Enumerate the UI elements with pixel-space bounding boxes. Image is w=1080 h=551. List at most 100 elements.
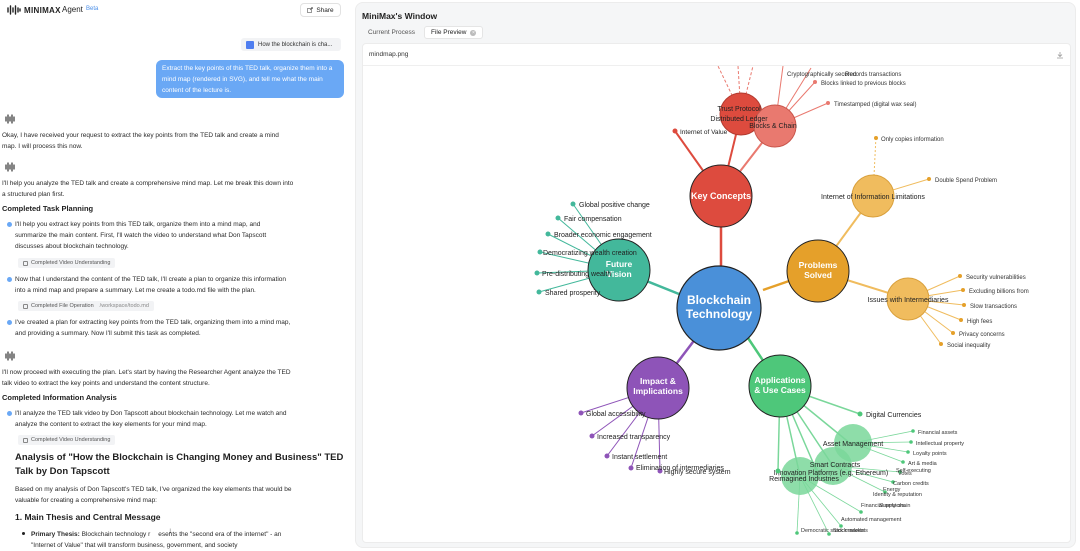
node-reimagined-industries [781,457,819,495]
node-label-only-copies: Only copies information [881,137,944,143]
file-header: mindmap.png [363,44,1070,66]
task-planning-header[interactable]: Completed Task Planning [2,204,94,213]
leaf-dot [657,468,663,474]
completed-video-chip[interactable]: Completed Video Understanding [18,258,116,268]
node-label-energy: Energy [883,487,901,493]
node-label-global-positive: Global positive change [579,202,650,209]
file-icon [23,303,28,309]
assistant-avatar-icon [5,114,15,124]
step-3-line-2: and providing a summary. Now I'll submit… [15,330,201,337]
node-label-financial-services: Financial services [861,503,905,509]
file-name: mindmap.png [369,51,409,58]
step-1-line-2: summarize the main content. First, I'll … [15,232,267,239]
node-label-shared-prosperity: Shared prosperity [545,290,601,297]
step-1-line-1: I'll help you extract key points from th… [15,221,261,228]
leaf-dot [537,249,543,255]
node-label-reimagined-industries: Reimagined Industries [769,476,839,483]
assistant-reply-2-line-1: I'll help you analyze the TED talk and c… [2,180,294,187]
leaf-dot [951,331,955,335]
scroll-down-arrow-icon[interactable]: ↓ [168,526,172,535]
leaf-dot [604,453,610,459]
window-title: MiniMax's Window [362,11,438,21]
node-label-timestamped: Timestamped (digital wax seal) [834,102,916,108]
brand-logo[interactable]: MINIMAX [7,4,61,16]
node-label-apps-1: Applications [754,375,805,385]
leaf-dot [939,342,943,346]
attachment-chip[interactable]: How the blockchain is cha... [241,38,341,51]
logo-wave-icon [7,5,21,15]
completed-file-op-chip[interactable]: Completed File Operation /workspace/todo… [18,301,154,311]
node-label-loyalty-points: Loyalty points [913,451,947,457]
download-icon[interactable] [1056,51,1064,59]
node-label-issues-intermediaries: Issues with Intermediaries [868,297,949,304]
share-label: Share [316,6,334,14]
close-icon[interactable]: × [470,29,477,36]
node-label-blocks-linked: Blocks linked to previous blocks [821,81,906,87]
node-label-slow-transactions: Slow transactions [970,304,1017,310]
primary-thesis-text-2: esents the "second era of the internet" … [158,531,282,538]
step-bullet [7,411,12,416]
leaf-dot [962,303,966,307]
step-1-line-3: discusses about blockchain technology. [15,243,129,250]
node-label-excluding-billions: Excluding billions from [969,289,1029,295]
node-label-global-access: Global accessibility [586,411,646,418]
node-key-concepts [689,164,753,228]
node-label-self-executing: Self-executing [896,468,931,474]
user-message: Extract the key points of this TED talk,… [156,60,344,98]
node-label-double-spend: Double Spend Problem [935,178,997,184]
node-label-problems-solved-2: Solved [804,270,832,280]
node-smart-contracts [814,447,852,485]
share-icon [307,7,314,13]
leaf-dot [578,410,584,416]
primary-thesis-text: Blockchain technology r [81,531,151,538]
node-label-financial-assets: Financial assets [918,430,958,436]
leaf-dot [927,177,931,181]
leaf-dot [813,80,817,84]
node-label-art-media: Art & media [908,461,938,467]
node-label-increased-transparency: Increased transparency [597,434,671,441]
assistant-reply-3-line-2: talk video to extract the key points and… [2,380,210,387]
leaf-dot [795,531,799,535]
completed-video-chip[interactable]: Completed Video Understanding [18,435,116,445]
step-4-line-2: analyze the content to extract the key e… [15,421,207,428]
share-button[interactable]: Share [300,3,341,17]
node-label-pre-distributing: Pre-distributing wealth [542,271,611,278]
leaf-dot [958,274,962,278]
leaf-dot [570,201,576,207]
node-label-internet-of-value: Internet of Value [680,129,728,136]
node-label-fair-comp: Fair compensation [564,216,622,223]
beta-badge: Beta [86,6,99,12]
node-internet-info-limits [851,174,895,218]
tab-current-process[interactable]: Current Process [362,26,421,39]
brand-name: MINIMAX [24,5,61,15]
agent-label: Agent [62,5,83,14]
node-label-apps-2: & Use Cases [754,385,806,395]
node-label-future-2: Vision [606,269,631,279]
chip-file-path: /workspace/todo.md [99,303,149,309]
section-1-heading: 1. Main Thesis and Central Message [15,512,161,522]
assistant-avatar-icon [5,162,15,172]
step-3-line-1: I've created a plan for extracting key p… [15,319,291,326]
leaf-dot [961,288,965,292]
edge-trust-top [717,66,742,115]
leaf-dot [906,450,910,454]
leaf-dot [534,270,540,276]
mind-map-nodes: Cryptographically secured Records transa… [534,72,1029,536]
node-label-impact-1: Impact & [640,376,676,386]
tab-label: Current Process [368,29,415,36]
chip-label: Completed File Operation [31,303,94,309]
node-label-votes: Votes [898,471,912,477]
info-analysis-header[interactable]: Completed Information Analysis [2,393,117,402]
node-label-elimination: Elimination of intermediaries [636,465,724,472]
node-label-impact-2: Implications [633,386,683,396]
node-label-social-inequality: Social inequality [947,343,990,349]
node-impact [626,356,690,420]
edge-trust-top [740,66,754,115]
leaf-dot [827,532,831,536]
leaf-dot [874,136,878,140]
assistant-reply-1-line-1: Okay, I have received your request to ex… [2,132,279,139]
node-future-vision [587,238,651,302]
edge-trust-top [737,66,742,115]
tab-file-preview[interactable]: File Preview × [424,26,484,39]
